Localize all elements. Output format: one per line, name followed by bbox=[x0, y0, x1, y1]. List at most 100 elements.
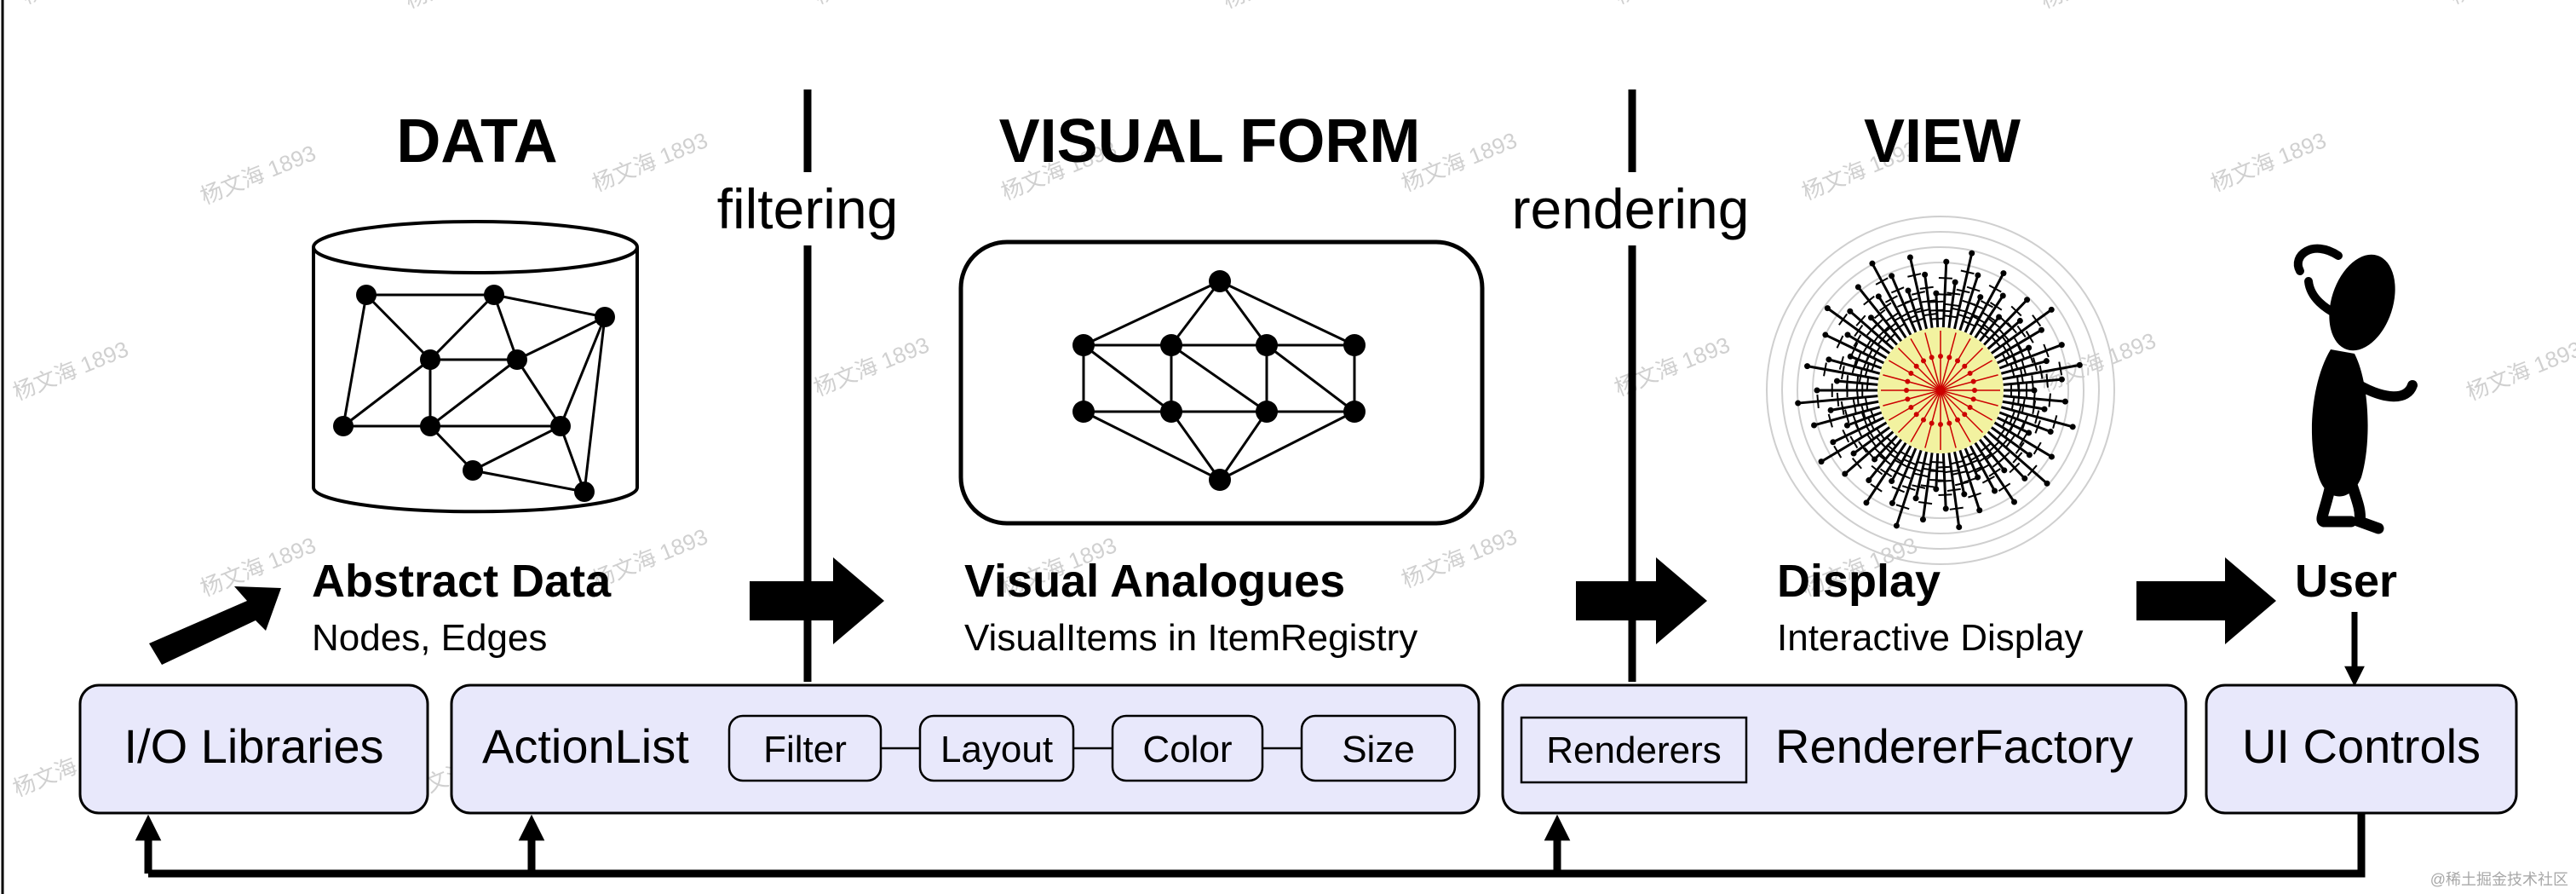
graph-node bbox=[1209, 469, 1231, 491]
display-twig bbox=[1860, 412, 1868, 426]
display-leaf bbox=[1996, 314, 2003, 320]
user-title: User bbox=[2295, 556, 2397, 607]
graph-edge bbox=[1083, 410, 1221, 482]
display-twig bbox=[1895, 313, 1908, 321]
display-leaf bbox=[2016, 317, 2023, 324]
display-twig bbox=[1978, 330, 1991, 340]
action-layout-label: Layout bbox=[940, 729, 1053, 770]
display-twig bbox=[1870, 483, 1883, 493]
display-inner-edge bbox=[1924, 389, 1941, 448]
action-size-button[interactable] bbox=[1300, 714, 1457, 782]
display-twig bbox=[1911, 291, 1925, 296]
display-leaf bbox=[1893, 522, 1900, 529]
display-ring bbox=[1781, 231, 2100, 550]
display-inner-node bbox=[1908, 371, 1914, 376]
display-twig bbox=[1966, 286, 1981, 292]
display-leaf bbox=[2058, 376, 2065, 383]
watermark-text: 杨文海 1893 bbox=[1219, 0, 1342, 14]
display-leaf bbox=[1814, 387, 1820, 394]
display-twig bbox=[1851, 360, 1857, 374]
display-inner-node bbox=[1967, 371, 1973, 376]
display-leaf bbox=[1952, 279, 1958, 286]
display-inner-edge bbox=[1910, 389, 1941, 442]
display-twig bbox=[1891, 486, 1906, 493]
display-inner-node bbox=[1938, 422, 1943, 427]
display-twig bbox=[2021, 398, 2026, 412]
display-twig bbox=[2016, 405, 2022, 419]
display-twig bbox=[1865, 349, 1873, 363]
display-twig bbox=[1864, 363, 1870, 378]
watermark-text: 杨文海 1893 bbox=[2207, 127, 2330, 196]
display-leaf bbox=[1969, 250, 1975, 257]
display-twig bbox=[2009, 462, 2021, 474]
section-visual-form-heading: VISUAL FORM bbox=[999, 107, 1421, 176]
graph-edge bbox=[472, 469, 585, 493]
graph-node bbox=[1072, 334, 1095, 356]
display-twig bbox=[1874, 447, 1886, 459]
display-twig bbox=[2034, 420, 2041, 434]
section-data-heading: DATA bbox=[396, 107, 557, 176]
graph-edge bbox=[472, 424, 561, 472]
display-twig bbox=[2016, 376, 2020, 390]
display-twig bbox=[2005, 435, 2015, 447]
display-inner-edge bbox=[1940, 389, 1998, 407]
display-twig bbox=[1852, 399, 1857, 413]
display-leaf bbox=[1933, 486, 1940, 493]
rendering-arrow bbox=[1576, 557, 1707, 644]
watermark-text: 杨文海 1893 bbox=[18, 0, 141, 9]
display-twig bbox=[1950, 459, 1964, 465]
display-twig bbox=[2052, 415, 2058, 430]
graph-edge bbox=[1170, 343, 1268, 413]
graph-node bbox=[333, 416, 354, 436]
display-twig bbox=[2004, 424, 2014, 438]
display-twig bbox=[1962, 320, 1976, 327]
graph-edge bbox=[1083, 280, 1221, 347]
display-twig bbox=[1960, 269, 1975, 275]
display-inner-node bbox=[1938, 354, 1943, 359]
display-twig bbox=[1988, 468, 2001, 477]
display-twig bbox=[2001, 336, 2011, 349]
display-leaf bbox=[1804, 363, 1811, 370]
graph-edge bbox=[1083, 343, 1172, 413]
display-leaf bbox=[1850, 450, 1857, 457]
watermark-text: 杨文海 1893 bbox=[2037, 0, 2159, 14]
display-twig bbox=[1954, 481, 1969, 487]
display-inner-edge bbox=[1924, 332, 1941, 391]
display-leaf bbox=[2047, 428, 2054, 435]
display-twig bbox=[1878, 454, 1891, 465]
watermark-text: 杨文海 1893 bbox=[401, 0, 524, 14]
display-leaf bbox=[1975, 272, 1981, 279]
display-twig bbox=[1863, 295, 1875, 306]
display-twig bbox=[1992, 458, 2004, 468]
display-twig bbox=[2009, 349, 2017, 362]
display-twig bbox=[1869, 408, 1877, 423]
display-twig bbox=[2009, 418, 2017, 432]
display-inner-edge bbox=[1940, 374, 1998, 391]
display-twig bbox=[1980, 442, 1992, 453]
display-leaf bbox=[1942, 505, 1949, 512]
display-twig bbox=[1915, 309, 1929, 314]
graph-edge bbox=[342, 294, 368, 427]
display-twig bbox=[1989, 302, 2003, 311]
display-twig bbox=[1871, 464, 1883, 476]
display-leaf bbox=[1844, 332, 1851, 338]
display-twig bbox=[1949, 506, 1964, 510]
display-leaf bbox=[2044, 480, 2050, 487]
display-twig bbox=[2001, 352, 2010, 366]
display-twig bbox=[1946, 487, 1961, 492]
display-twig bbox=[1872, 345, 1882, 359]
display-twig bbox=[2019, 433, 2027, 447]
display-twig bbox=[1914, 472, 1929, 478]
display-twig bbox=[2021, 360, 2027, 374]
display-twig bbox=[1842, 429, 1850, 443]
graph-node bbox=[1072, 401, 1095, 423]
display-twig bbox=[2038, 365, 2044, 379]
display-twig bbox=[1851, 458, 1862, 470]
renderers-box[interactable] bbox=[1520, 716, 1748, 784]
display-twig bbox=[1893, 322, 1906, 332]
io-libraries-box[interactable] bbox=[78, 683, 429, 815]
display-twig bbox=[2001, 414, 2010, 429]
display-leaf bbox=[1912, 495, 1919, 502]
display-twig bbox=[1938, 293, 1952, 296]
